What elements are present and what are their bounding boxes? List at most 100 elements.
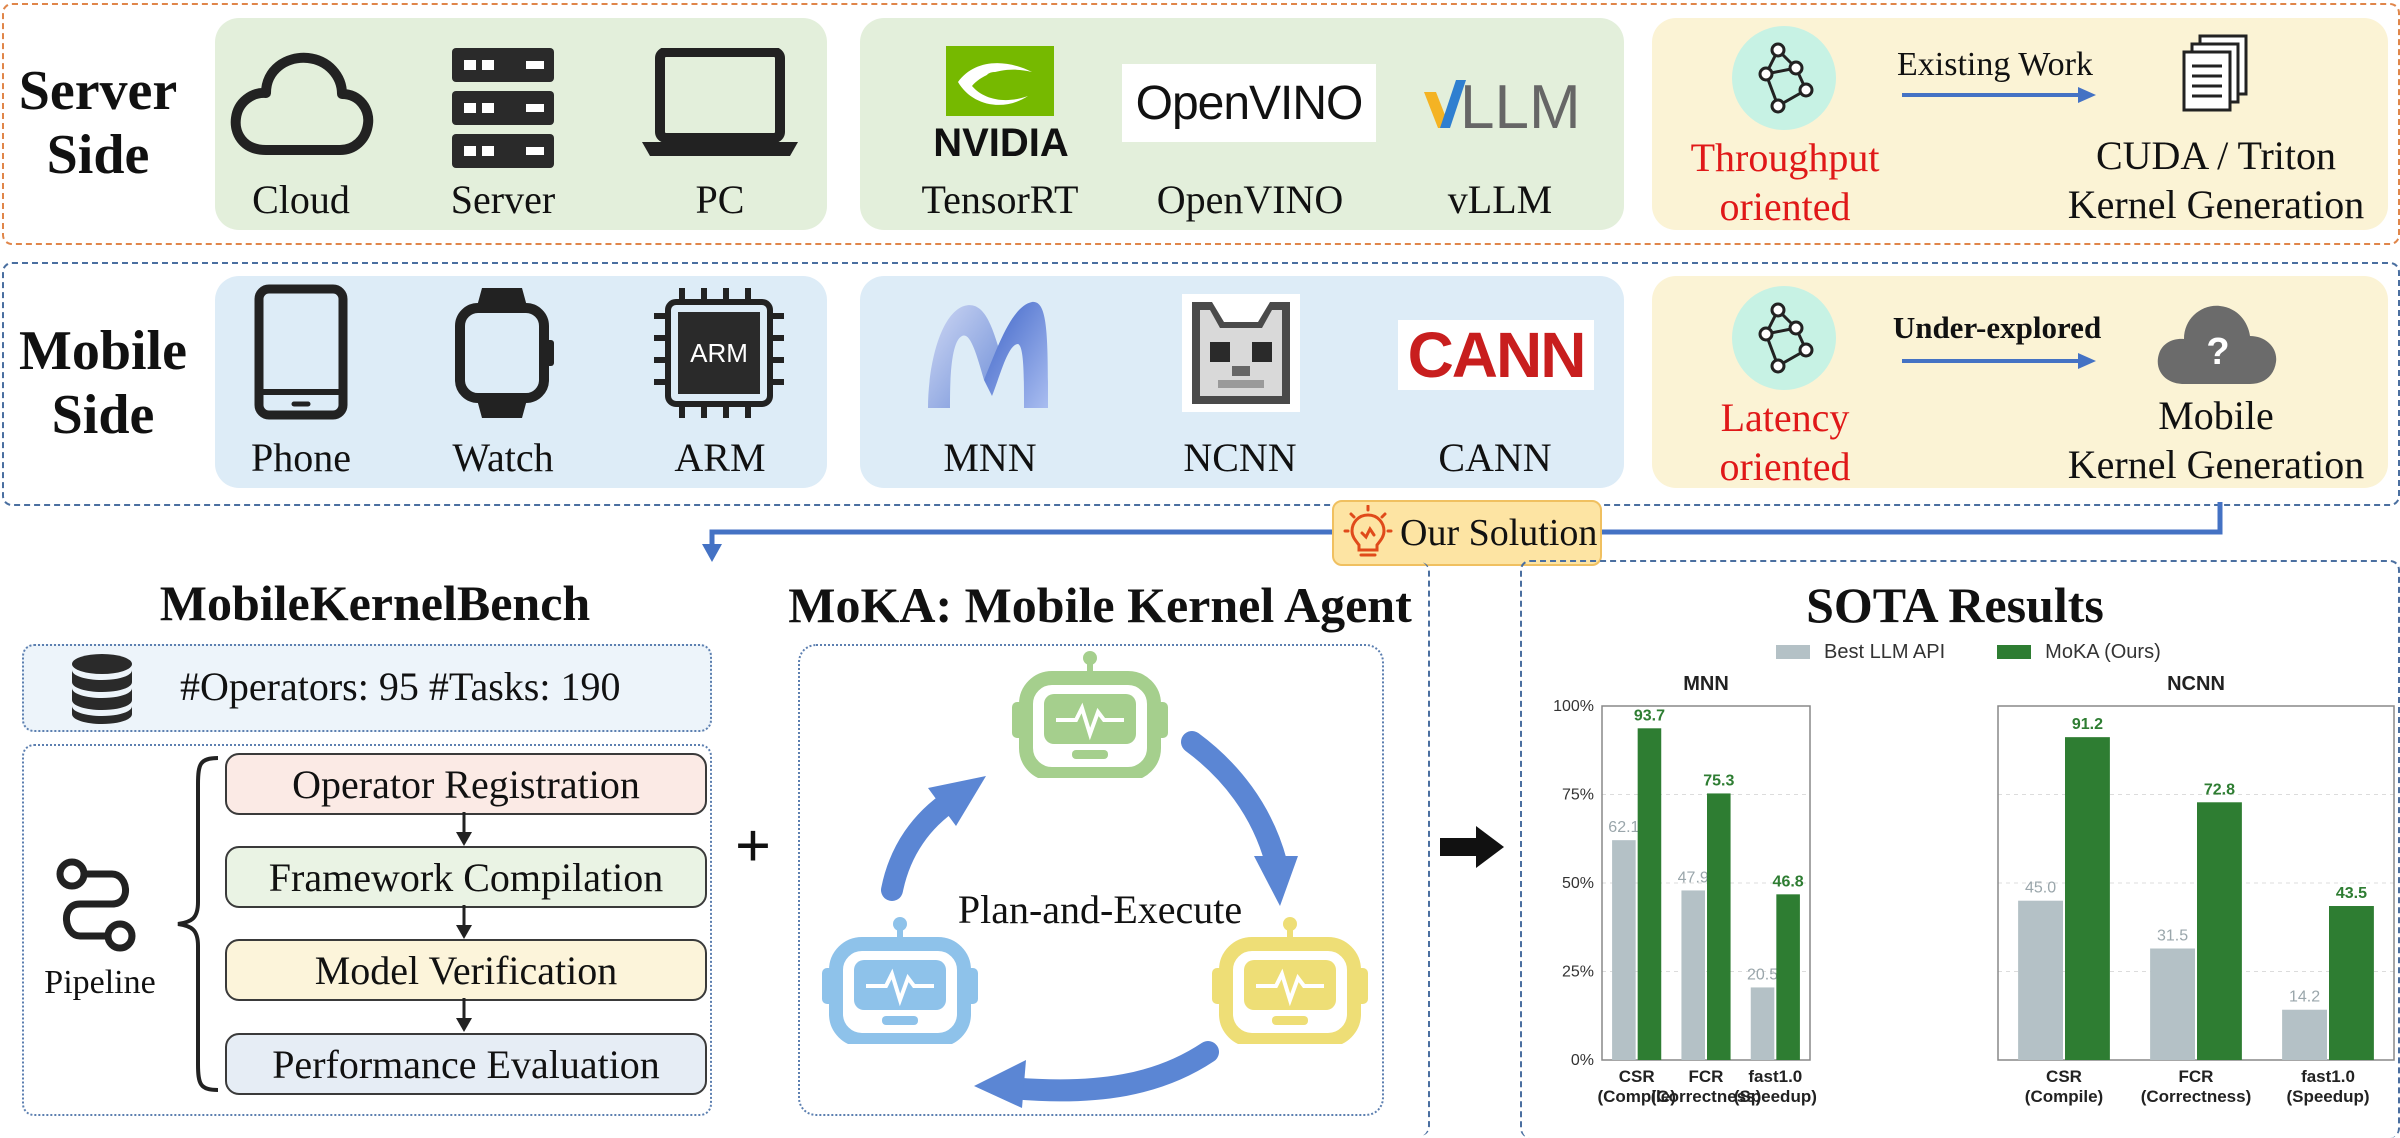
lightbulb-icon	[1343, 505, 1393, 557]
legend-swatch-moka	[1997, 645, 2032, 659]
pipeline-label: Pipeline	[44, 964, 156, 1001]
bench-stats-box	[22, 644, 712, 732]
plot-frame	[1601, 705, 1811, 1061]
step-model-verification: Model Verification	[225, 939, 707, 1001]
mobile-side-row	[2, 262, 2400, 506]
openvino-logo-icon: OpenVINO	[1122, 64, 1376, 142]
data-label: 91.2	[2072, 716, 2103, 733]
chip-icon: ARM	[654, 288, 784, 418]
data-label: 62.1	[1608, 819, 1639, 836]
bar-moka	[1707, 793, 1731, 1060]
bar-moka	[1637, 728, 1662, 1060]
bar-moka	[2197, 802, 2242, 1060]
framework-label-ncnn: NCNN	[1183, 435, 1297, 480]
bench-title: MobileKernelBench	[159, 575, 591, 631]
nvidia-logo-icon: NVIDIA	[933, 46, 1069, 160]
y-tick-label: 50%	[1562, 875, 1594, 892]
x-tick-label: (Correctness)	[2141, 1087, 2252, 1106]
step-operator-registration: Operator Registration	[225, 753, 707, 815]
device-label-watch: Watch	[452, 435, 554, 480]
framework-label-openvino: OpenVINO	[1156, 177, 1344, 222]
plus-sign: +	[734, 810, 772, 881]
y-tick-label: 75%	[1562, 787, 1594, 804]
device-label-pc: PC	[695, 177, 745, 222]
framework-label-mnn: MNN	[943, 435, 1037, 480]
data-label: 46.8	[1773, 873, 1804, 890]
data-label: 14.2	[2289, 989, 2320, 1006]
existing-work-label: Existing Work	[1897, 46, 2093, 83]
framework-label-tensorrt: TensorRT	[921, 177, 1079, 222]
server-side-row	[2, 3, 2400, 245]
x-tick-label: (Compile)	[1597, 1087, 1675, 1106]
device-label-phone: Phone	[251, 435, 351, 480]
x-tick-label: (Speedup)	[2286, 1087, 2369, 1106]
legend-label-moka: MoKA (Ours)	[2045, 640, 2161, 663]
graph-network-icon	[1732, 26, 1836, 130]
legend-swatch-baseline	[1776, 645, 1810, 659]
vllm-logo-icon: LLM	[1424, 73, 1580, 140]
existing-work-arrow	[1902, 87, 2096, 103]
bench-agent-section	[2, 562, 1430, 1136]
documents-icon	[2182, 34, 2248, 112]
data-label: 47.9	[1678, 869, 1709, 886]
bar-baseline	[2150, 948, 2195, 1060]
database-icon	[72, 654, 132, 724]
data-label: 75.3	[1703, 772, 1734, 789]
graph-network-icon	[1732, 286, 1836, 390]
under-explored-arrow	[1902, 353, 2096, 369]
device-label-arm: ARM	[674, 435, 766, 480]
cann-logo-icon: CANN	[1398, 319, 1594, 391]
results-title: SOTA Results	[1806, 577, 2104, 633]
device-label-server: Server	[450, 177, 556, 222]
ncnn-logo-icon	[1182, 294, 1300, 412]
our-solution-label: Our Solution	[1400, 512, 1598, 554]
results-arrow	[1440, 826, 1504, 868]
agent-title: MoKA: Mobile Kernel Agent	[788, 577, 1412, 633]
agent-box	[798, 644, 1384, 1116]
data-label: 31.5	[2157, 927, 2188, 944]
data-label: 93.7	[1634, 707, 1665, 724]
x-tick-label: FCR	[2179, 1067, 2214, 1086]
x-tick-label: (Compile)	[2025, 1087, 2103, 1106]
phone-icon	[254, 284, 348, 420]
bar-moka	[2065, 737, 2110, 1060]
chart-title-mnn: MNN	[1683, 673, 1729, 695]
bar-baseline	[1750, 987, 1775, 1060]
x-tick-label: CSR	[1619, 1067, 1655, 1086]
step-performance-evaluation: Performance Evaluation	[225, 1033, 707, 1095]
robot-icon-blue	[822, 917, 978, 1044]
pipeline-step-arrows	[456, 812, 472, 1032]
x-tick-label: CSR	[2046, 1067, 2082, 1086]
x-tick-label: FCR	[1689, 1067, 1724, 1086]
x-tick-label: fast1.0	[2301, 1067, 2355, 1086]
solution-flow-arrow	[702, 502, 2223, 562]
watch-icon	[455, 288, 554, 418]
legend-label-baseline: Best LLM API	[1824, 640, 1946, 663]
bar-moka	[2329, 906, 2374, 1060]
x-tick-label: (Speedup)	[1734, 1087, 1817, 1106]
y-tick-label: 100%	[1553, 698, 1594, 715]
chart-legend: Best LLM API MoKA (Ours)	[1776, 638, 2161, 666]
data-label: 43.5	[2336, 885, 2367, 902]
bar-baseline	[2282, 1009, 2327, 1060]
chart-title-ncnn: NCNN	[2167, 673, 2225, 695]
results-chart: MNN0%25%50%75%100%62.193.7CSR(Compile)47…	[1553, 673, 2395, 1106]
bar-baseline	[2018, 900, 2063, 1060]
agent-cycle-arrows	[881, 731, 1298, 1108]
data-label: 45.0	[2025, 880, 2056, 897]
question-cloud-icon: ?	[2157, 305, 2277, 384]
plot-frame	[1997, 705, 2395, 1061]
data-label: 72.8	[2204, 781, 2235, 798]
svg-text:NVIDIA: NVIDIA	[933, 121, 1069, 160]
y-tick-label: 25%	[1562, 964, 1594, 981]
bar-moka	[1776, 894, 1800, 1060]
x-tick-label: (Correctness)	[1651, 1087, 1762, 1106]
laptop-icon	[642, 48, 798, 156]
framework-label-vllm: vLLM	[1447, 177, 1553, 222]
robot-icon-green	[1012, 651, 1168, 778]
plan-and-execute-text: Plan-and-Execute	[957, 887, 1243, 932]
